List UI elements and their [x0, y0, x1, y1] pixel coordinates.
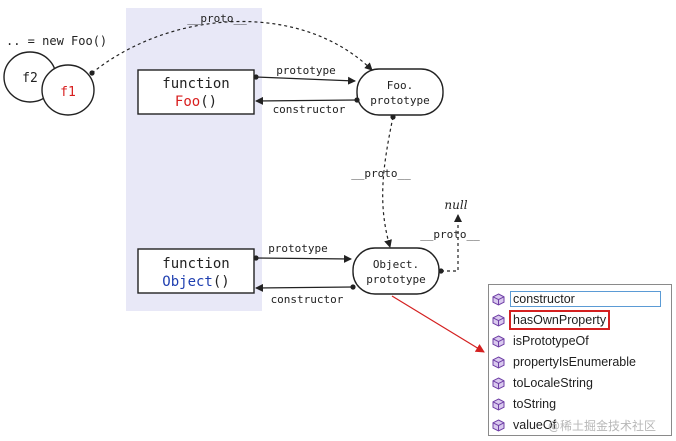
null-label: null [444, 198, 467, 212]
member-item[interactable]: propertyIsEnumerable [489, 352, 671, 373]
method-cube-icon [492, 335, 505, 348]
method-cube-icon [492, 293, 505, 306]
object-keyword: function [162, 256, 229, 272]
foo-keyword: function [162, 76, 229, 92]
member-item-label: constructor [510, 291, 661, 307]
member-list-pointer [391, 295, 485, 353]
edge-object-constructor-label: constructor [271, 293, 344, 306]
foo-prototype-line2: prototype [370, 94, 430, 107]
edge-foo-constructor: constructor [255, 96, 360, 116]
foo-parens: () [200, 94, 217, 110]
svg-text:Object(): Object() [162, 274, 229, 290]
member-item-label: toLocaleString [513, 376, 593, 390]
edge-object-prototype: prototype [253, 242, 352, 263]
edge-foo-constructor-label: constructor [273, 103, 346, 116]
instance-f2-label: f2 [22, 71, 38, 86]
member-item-label: isPrototypeOf [513, 334, 589, 348]
method-cube-icon [492, 356, 505, 369]
edge-mid-proto: __proto__ [351, 114, 411, 248]
member-item-label: valueOf [513, 418, 557, 432]
member-item-label: hasOwnProperty [509, 310, 611, 330]
foo-prototype-line1: Foo. [387, 79, 414, 92]
member-item[interactable]: toString [489, 394, 671, 415]
svg-text:Foo(): Foo() [175, 94, 217, 110]
object-prototype-line2: prototype [366, 273, 426, 286]
object-prototype-line1: Object. [373, 258, 419, 271]
foo-name: Foo [175, 94, 200, 110]
watermark: @稀土掘金技术社区 [548, 419, 657, 433]
instance-f1: f1 [41, 64, 95, 116]
member-item-label: propertyIsEnumerable [513, 355, 636, 369]
object-parens: () [213, 274, 230, 290]
member-item-label: toString [513, 397, 557, 411]
edge-mid-proto-label: __proto__ [351, 167, 411, 180]
edge-foo-prototype-label: prototype [276, 64, 336, 77]
foo-function-box: function Foo() [137, 69, 255, 115]
instance-f1-label: f1 [60, 85, 76, 100]
edge-top-proto-label: __proto__ [187, 12, 247, 25]
object-function-box: function Object() [137, 248, 255, 294]
edge-foo-prototype: prototype [253, 64, 356, 85]
method-cube-icon [492, 377, 505, 390]
member-list-panel: constructor hasOwnProperty isPrototypeOf… [488, 284, 672, 436]
method-cube-icon [492, 398, 505, 411]
object-prototype-node: Object. prototype [352, 247, 440, 295]
edge-object-prototype-label: prototype [268, 242, 328, 255]
member-item[interactable]: isPrototypeOf [489, 331, 671, 352]
method-cube-icon [492, 314, 505, 327]
edge-top-proto: __proto__ [89, 12, 373, 76]
member-item[interactable]: toLocaleString [489, 373, 671, 394]
edge-null-proto-label: __proto__ [420, 228, 480, 241]
edge-object-constructor: constructor [255, 283, 356, 306]
method-cube-icon [492, 419, 505, 432]
member-item[interactable]: valueOf [489, 415, 671, 436]
object-name: Object [162, 274, 213, 290]
instance-caption: .. = new Foo() [6, 34, 107, 48]
foo-prototype-node: Foo. prototype [356, 68, 444, 116]
member-item[interactable]: constructor [489, 289, 671, 310]
edge-null-proto: __proto__ [420, 214, 480, 274]
member-item[interactable]: hasOwnProperty [489, 310, 671, 331]
